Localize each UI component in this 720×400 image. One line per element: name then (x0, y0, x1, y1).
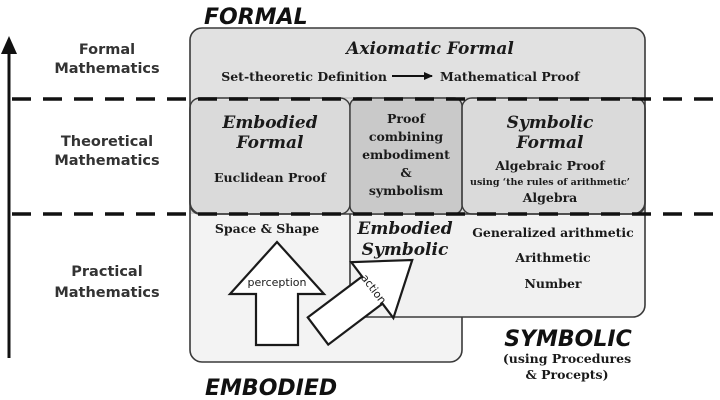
symbolic-note-line-2: & Procepts) (526, 367, 609, 382)
formal-corner-label: FORMAL (204, 5, 308, 30)
space-and-shape-label: Space & Shape (215, 221, 319, 236)
level-theoretical-line-2: Mathematics (54, 153, 159, 169)
rules-of-arithmetic-note: using ‘the rules of arithmetic’ (470, 177, 630, 188)
embodied-symbolic-title-line-1: Embodied (356, 219, 452, 239)
set-theoretic-definition-label: Set-theoretic Definition (221, 69, 387, 84)
perception-label: perception (248, 276, 307, 289)
symbolic-corner-label: SYMBOLIC (504, 327, 632, 352)
algebra-label: Algebra (522, 190, 578, 205)
proof-combining-line-3: embodiment (362, 147, 450, 162)
euclidean-proof-label: Euclidean Proof (214, 170, 328, 185)
level-formal-line-2: Mathematics (54, 61, 159, 77)
proof-combining-line-1: Proof (387, 111, 427, 126)
embodied-formal-title-line-2: Formal (236, 133, 304, 153)
embodied-formal-title-line-1: Embodied (221, 113, 317, 133)
proof-combining-line-2: combining (369, 129, 444, 144)
proof-combining-line-4: & (400, 165, 412, 180)
level-practical-line-2: Mathematics (54, 285, 159, 301)
algebraic-proof-label: Algebraic Proof (494, 158, 606, 173)
symbolic-formal-title-line-2: Formal (516, 133, 584, 153)
arithmetic-label: Arithmetic (514, 250, 591, 265)
level-practical-line-1: Practical (71, 264, 142, 280)
action-arrow: action (306, 258, 414, 347)
proof-combining-line-5: symbolism (369, 183, 443, 198)
symbolic-formal-title-line-1: Symbolic (507, 113, 594, 133)
level-theoretical-line-1: Theoretical (61, 134, 153, 150)
perception-arrow: perception (227, 240, 327, 347)
mathematical-proof-label: Mathematical Proof (440, 69, 581, 84)
axiomatic-formal-title: Axiomatic Formal (344, 39, 514, 59)
number-label: Number (524, 276, 581, 291)
embodied-symbolic-title-line-2: Symbolic (362, 240, 449, 260)
vertical-axis-arrow (1, 36, 17, 358)
generalized-arithmetic-label: Generalized arithmetic (472, 225, 634, 240)
level-formal-line-1: Formal (79, 42, 135, 58)
symbolic-note-line-1: (using Procedures (503, 351, 631, 366)
embodied-corner-label: EMBODIED (205, 376, 337, 400)
